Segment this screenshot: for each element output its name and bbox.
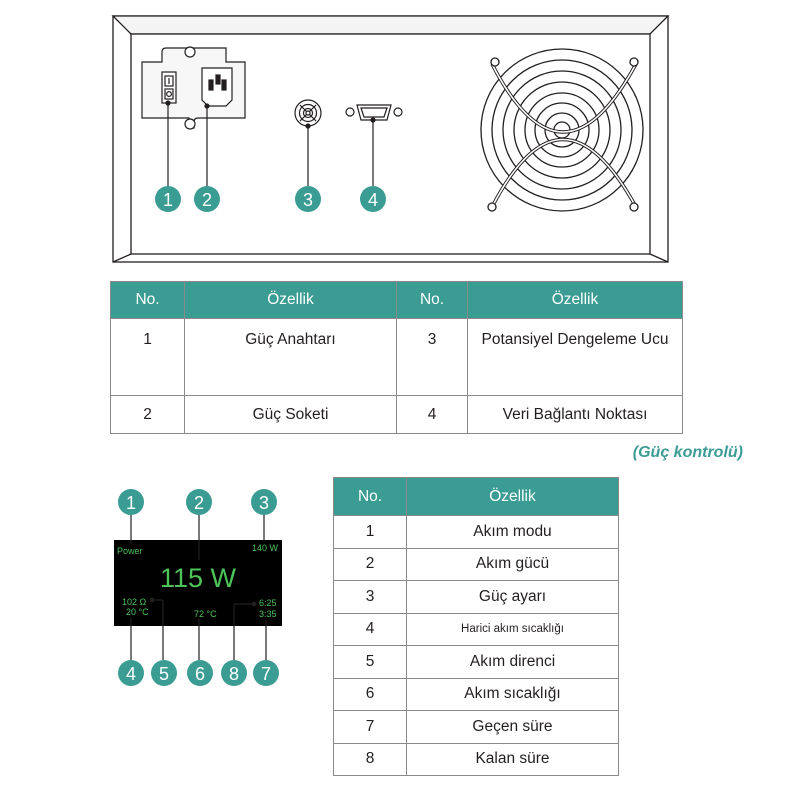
- cell-no: 1: [110, 318, 185, 396]
- cell-feature: Akım direnci: [406, 645, 619, 679]
- spec-table-header: No. Özellik No. Özellik: [110, 281, 683, 319]
- svg-text:1: 1: [126, 493, 136, 513]
- table-row: 1 Güç Anahtarı 3 Potansiyel Dengeleme Uc…: [110, 318, 683, 396]
- display-leader-lines: [130, 514, 267, 660]
- display-power-value: 115 W: [160, 563, 237, 593]
- display-callout-6: 6: [187, 660, 213, 686]
- table-row: 1 Akım modu: [333, 515, 619, 549]
- data-port-icon: [345, 104, 403, 121]
- display-power-setting: 140 W: [252, 543, 279, 553]
- svg-text:6: 6: [195, 664, 205, 684]
- panel-callout-4: 4: [360, 186, 386, 212]
- display-callout-8: 8: [221, 660, 247, 686]
- cell-feature: Geçen süre: [406, 710, 619, 744]
- display-callout-2: 2: [186, 489, 212, 515]
- display-callout-4: 4: [118, 660, 144, 686]
- svg-text:1: 1: [163, 190, 173, 210]
- cell-no: 4: [333, 612, 407, 646]
- panel-callout-2: 2: [194, 186, 220, 212]
- table-row: 2 Akım gücü: [333, 547, 619, 581]
- header-feature: Özellik: [406, 477, 619, 516]
- fan-grille-icon: [480, 48, 644, 212]
- table-row: 2 Güç Soketi 4 Veri Bağlantı Noktası: [110, 395, 683, 434]
- cell-feature: Kalan süre: [406, 742, 619, 776]
- control-table: No. Özellik 1 Akım modu 2 Akım gücü 3 Gü…: [333, 477, 619, 776]
- header-feature: Özellik: [467, 281, 683, 319]
- cell-no: 3: [396, 318, 468, 396]
- cell-feature: Güç Soketi: [184, 395, 397, 434]
- svg-text:7: 7: [261, 664, 271, 684]
- cell-no: 8: [333, 742, 407, 776]
- cell-feature: Harici akım sıcaklığı: [406, 612, 619, 646]
- svg-text:2: 2: [202, 190, 212, 210]
- svg-text:4: 4: [368, 190, 378, 210]
- table-row: 7 Geçen süre: [333, 710, 619, 744]
- cell-feature: Veri Bağlantı Noktası: [467, 395, 683, 434]
- svg-text:2: 2: [194, 493, 204, 513]
- cell-no: 4: [396, 395, 468, 434]
- display-power-label: Power: [117, 546, 143, 556]
- display-elapsed: 6:25: [259, 598, 277, 608]
- svg-text:5: 5: [159, 664, 169, 684]
- display-resistance: 102 Ω: [122, 597, 147, 607]
- panel-callout-1: 1: [155, 186, 181, 212]
- header-feature: Özellik: [184, 281, 397, 319]
- display-remaining: 3:35: [259, 609, 277, 619]
- cell-no: 1: [333, 515, 407, 549]
- cell-feature: Akım modu: [406, 515, 619, 549]
- rear-panel: [111, 15, 670, 263]
- table-row: 4 Harici akım sıcaklığı: [333, 612, 619, 646]
- cell-feature: Güç ayarı: [406, 580, 619, 614]
- cell-no: 7: [333, 710, 407, 744]
- cell-no: 2: [333, 547, 407, 581]
- display-ext-temp: 20 °C: [126, 607, 149, 617]
- cell-no: 6: [333, 677, 407, 711]
- svg-text:3: 3: [259, 493, 269, 513]
- svg-text:3: 3: [303, 190, 313, 210]
- equipotential-terminal-icon: [294, 99, 322, 127]
- header-no: No.: [110, 281, 185, 319]
- cell-no: 3: [333, 580, 407, 614]
- table-row: 6 Akım sıcaklığı: [333, 677, 619, 711]
- cell-feature: Akım gücü: [406, 547, 619, 581]
- table-row: 8 Kalan süre: [333, 742, 619, 776]
- display-callout-3: 3: [251, 489, 277, 515]
- spec-table: No. Özellik No. Özellik 1 Güç Anahtarı 3…: [110, 281, 683, 434]
- display-callout-5: 5: [151, 660, 177, 686]
- control-table-header: No. Özellik: [333, 477, 619, 516]
- power-switch-icon: [161, 71, 177, 104]
- display-callout-1: 1: [118, 489, 144, 515]
- display-callout-7: 7: [253, 660, 279, 686]
- cell-no: 5: [333, 645, 407, 679]
- cell-feature: Güç Anahtarı: [184, 318, 397, 396]
- cell-feature: Akım sıcaklığı: [406, 677, 619, 711]
- table-row: 3 Güç ayarı: [333, 580, 619, 614]
- panel-callout-3: 3: [295, 186, 321, 212]
- table-row: 5 Akım direnci: [333, 645, 619, 679]
- panel-leader-lines: [165, 100, 376, 186]
- header-no: No.: [333, 477, 407, 516]
- cell-feature: Potansiyel Dengeleme Ucu: [467, 318, 683, 396]
- display-temp: 72 °C: [194, 609, 217, 619]
- svg-text:4: 4: [126, 664, 136, 684]
- svg-text:8: 8: [229, 664, 239, 684]
- power-control-title: (Güç kontrolü): [632, 444, 743, 461]
- control-display: Power 140 W 115 W 102 Ω 20 °C 72 °C 6:25…: [114, 540, 282, 626]
- header-no: No.: [396, 281, 468, 319]
- power-socket-icon: [201, 67, 233, 107]
- cell-no: 2: [110, 395, 185, 434]
